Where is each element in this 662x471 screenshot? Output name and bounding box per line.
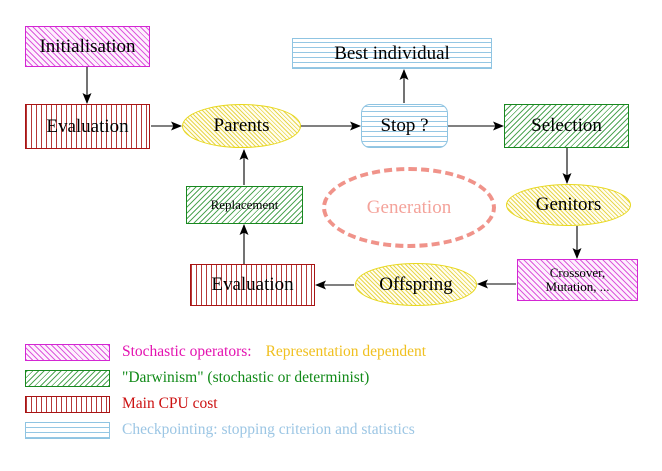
node-parents[interactable]: Parents xyxy=(182,104,301,148)
node-initialisation-label: Initialisation xyxy=(39,35,136,57)
node-evaluation-top-label: Evaluation xyxy=(46,115,129,137)
legend-swatch-magenta-diagonal xyxy=(25,344,110,361)
legend-row-stochastic: Stochastic operators: Representation depe… xyxy=(0,343,662,370)
node-evaluation-bottom[interactable]: Evaluation xyxy=(190,264,315,306)
legend-cpu-main: Main CPU cost xyxy=(122,395,218,412)
node-stop[interactable]: Stop ? xyxy=(361,104,448,148)
legend-swatch-blue-horizontal xyxy=(25,422,110,439)
legend-darwinism-main: "Darwinism" (stochastic or determinist) xyxy=(122,369,370,386)
node-replacement-label: Replacement xyxy=(210,197,279,213)
legend-row-darwinism: "Darwinism" (stochastic or determinist) xyxy=(0,369,662,396)
node-stop-label: Stop ? xyxy=(380,115,429,137)
node-initialisation[interactable]: Initialisation xyxy=(25,26,150,67)
node-replacement[interactable]: Replacement xyxy=(186,186,303,224)
node-best-individual-label: Best individual xyxy=(334,42,450,64)
node-best-individual[interactable]: Best individual xyxy=(292,38,492,69)
legend-swatch-red-vertical xyxy=(25,396,110,413)
node-parents-label: Parents xyxy=(213,115,270,137)
legend-text-checkpointing: Checkpointing: stopping criterion and st… xyxy=(122,421,415,439)
legend-text-stochastic: Stochastic operators: Representation depe… xyxy=(122,343,426,361)
node-genitors-label: Genitors xyxy=(535,194,602,216)
node-selection-label: Selection xyxy=(531,115,602,137)
node-generation: Generation xyxy=(322,167,496,248)
node-offspring[interactable]: Offspring xyxy=(355,263,477,306)
legend-row-cpu-cost: Main CPU cost xyxy=(0,395,662,422)
node-offspring-label: Offspring xyxy=(379,273,453,295)
node-crossover-mutation[interactable]: Crossover, Mutation, ... xyxy=(517,259,638,301)
legend-checkpointing-main: Checkpointing: stopping criterion and st… xyxy=(122,421,415,438)
legend-text-darwinism: "Darwinism" (stochastic or determinist) xyxy=(122,369,369,387)
node-selection[interactable]: Selection xyxy=(504,104,629,148)
node-crossover-line2: Mutation, ... xyxy=(545,279,610,294)
legend-text-cpu-cost: Main CPU cost xyxy=(122,395,218,413)
node-evaluation-top[interactable]: Evaluation xyxy=(25,104,150,149)
legend-row-checkpointing: Checkpointing: stopping criterion and st… xyxy=(0,421,662,448)
node-evaluation-bottom-label: Evaluation xyxy=(211,274,294,296)
legend-swatch-green-diagonal xyxy=(25,370,110,387)
node-generation-label: Generation xyxy=(366,196,452,218)
legend-stochastic-main: Stochastic operators: xyxy=(122,343,252,360)
node-genitors[interactable]: Genitors xyxy=(506,184,631,226)
legend-stochastic-extra: Representation dependent xyxy=(265,343,427,360)
node-crossover-line1: Crossover, xyxy=(549,265,606,281)
